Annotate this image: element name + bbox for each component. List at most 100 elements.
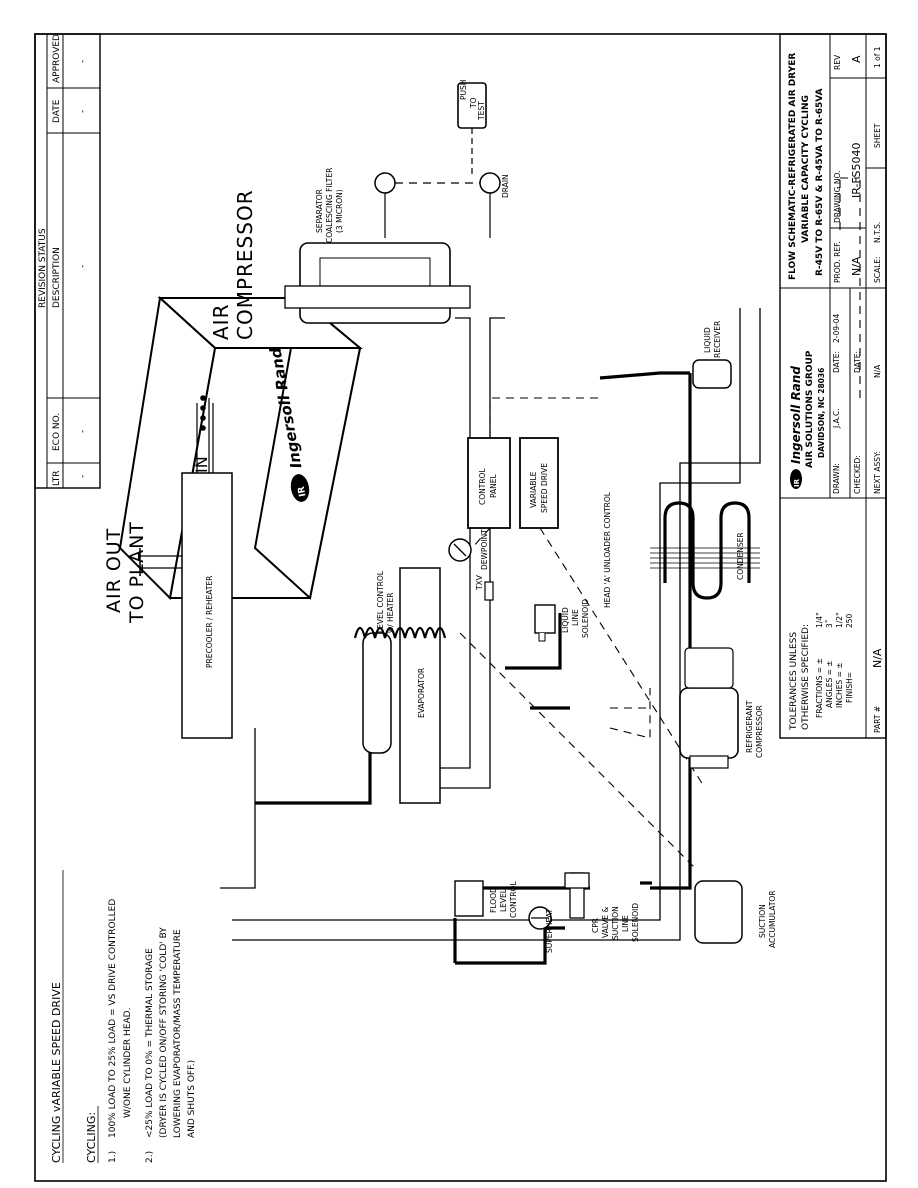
- level-control-label-1: LEVEL CONTROL: [376, 570, 385, 633]
- condenser: [650, 501, 760, 600]
- drawing-no-value: IR-FS5040: [850, 142, 863, 198]
- air-out-label-2: TO PLANT: [126, 521, 148, 624]
- separator-label-1: SEPARATOR: [315, 189, 324, 233]
- checked-label: CHECKED:: [853, 455, 862, 494]
- evap-to-separator-1: [440, 317, 471, 769]
- air-compressor-label-1: AIR: [209, 304, 233, 340]
- flood-label-3: CONTROL: [509, 881, 518, 918]
- drawn-label: DRAWN:: [832, 463, 841, 494]
- evaporator-label: EVAPORATOR: [417, 668, 426, 718]
- rev-header-ltr: LTR: [52, 470, 62, 486]
- separator-label-3: (3 MICRON): [335, 189, 344, 233]
- rev-value: A: [850, 55, 863, 63]
- control-panel: CONTROL PANEL: [467, 437, 511, 529]
- rev-row-approved: -: [78, 60, 88, 63]
- tol-fractions-value: 1/4": [815, 612, 824, 628]
- liquid-receiver-label-2: RECEIVER: [713, 321, 722, 358]
- flood-label-1: FLOOD: [489, 887, 498, 913]
- txv-valve: TXV: [475, 574, 494, 601]
- flood-label-2: LEVEL: [499, 888, 508, 912]
- drain-label: DRAIN: [501, 174, 510, 198]
- liquid-line-to-receiver: [650, 373, 692, 890]
- precooler-reheater: PRECOOLER / REHEATER: [139, 403, 233, 739]
- liquid-line-label-3: SOLENOID: [581, 599, 590, 638]
- tol-angles-value: 3˚: [825, 619, 834, 628]
- air-duct-outer: [232, 308, 761, 941]
- company-line2: DAVIDSON, NC 28036: [817, 368, 826, 458]
- tol-inches: INCHES = ±: [835, 662, 844, 708]
- dewpoint-gauge: DEWPOINT: [448, 529, 489, 570]
- cpr-label-5: SOLENOID: [631, 903, 640, 942]
- suction-label-1: SUCTION: [758, 904, 767, 938]
- next-assy-value: N/A: [873, 364, 882, 378]
- note2-number: 2.): [145, 1151, 155, 1163]
- rev-row-ltr: -: [78, 475, 88, 478]
- separator-filter: SEPARATOR COALESCING FILTER (3 MICRON): [284, 168, 471, 324]
- svg-text:IR: IR: [793, 478, 801, 487]
- refrigerant-line-c: [505, 613, 562, 670]
- control-panel-label-1: CONTROL: [478, 468, 487, 505]
- rev-row-eco: -: [78, 430, 88, 433]
- liquid-receiver-label-1: LIQUID: [703, 327, 712, 353]
- air-compressor-label-2: COMPRESSOR: [233, 189, 257, 340]
- push-to-test-button: PUSH TO TEST: [457, 80, 487, 178]
- txv-coil: [353, 626, 447, 639]
- sheet-value: 1 of 1: [873, 46, 882, 68]
- precooler-label: PRECOOLER / REHEATER: [205, 576, 214, 668]
- variable-speed-drive: VARIABLE SPEED DRIVE: [519, 437, 559, 529]
- ref-compressor-label-2: COMPRESSOR: [755, 705, 764, 758]
- part-value: N/A: [871, 648, 884, 668]
- tolerances-line1: TOLERANCES UNLESS: [789, 632, 799, 731]
- next-assy-label: NEXT ASSY:: [873, 451, 882, 494]
- suction-accumulator: SUCTION ACCUMULATOR: [694, 880, 777, 948]
- refrigerant-compressor: REFRIGERANT COMPRESSOR: [679, 647, 764, 769]
- rev-header-eco: ECO NO.: [52, 413, 62, 451]
- note2-line4: AND SHUTS OFF.): [187, 1060, 197, 1138]
- revision-title: REVISION STATUS: [38, 228, 48, 308]
- refrigerant-line-b: [455, 926, 565, 965]
- note2-line2: (DRYER IS CYCLED ON/OFF STORING 'COLD' B…: [159, 927, 169, 1138]
- evaporator: EVAPORATOR: [399, 567, 441, 804]
- note1-line2: W/ONE CYLINDER HEAD.: [123, 1008, 133, 1118]
- title-line1: FLOW SCHEMATIC-REFRIGERATED AIR DRYER: [788, 53, 798, 280]
- separator-label-2: COALESCING FILTER: [325, 168, 334, 243]
- tol-inches-value: 1/2": [835, 612, 844, 628]
- suction-label-2: ACCUMULATOR: [768, 890, 777, 948]
- part-label: PART #: [873, 706, 882, 733]
- tol-angles: ANGLES = ±: [825, 660, 834, 708]
- flood-level-control: FLOOD LEVEL CONTROL: [454, 880, 518, 918]
- level-control-label-2: w/ HEATER: [386, 592, 395, 633]
- prod-ref-value: N/A: [850, 256, 863, 276]
- txv-label: TXV: [475, 574, 484, 591]
- rev-label: REV: [833, 54, 842, 70]
- scale-label: SCALE:: [873, 256, 882, 283]
- checked-date-label: DATE:: [853, 351, 862, 373]
- note1-line1: 100% LOAD TO 25% LOAD = VS DRIVE CONTROL…: [108, 899, 118, 1138]
- title-line3: R-45V TO R-65V & R-45VA TO R-65VA: [815, 88, 825, 276]
- rev-row-description: -: [78, 265, 88, 268]
- push-label-1: PUSH: [459, 80, 468, 100]
- tolerances-line2: OTHERWISE SPECIFIED:: [801, 624, 811, 730]
- cpr-label-1: CPR: [591, 918, 600, 933]
- liquid-receiver: LIQUID RECEIVER: [692, 321, 732, 389]
- drawing-no-label: DRAWING NO.: [833, 171, 842, 223]
- rev-header-description: DESCRIPTION: [52, 247, 62, 308]
- drain-valves: DRAIN: [374, 172, 510, 238]
- vsd-label-1: VARIABLE: [529, 471, 538, 508]
- evap-to-separator-2: [440, 317, 505, 789]
- company-line1: AIR SOLUTIONS GROUP: [805, 350, 815, 468]
- liquid-line-label-2: LINE: [571, 609, 580, 626]
- rev-row-date: -: [78, 110, 88, 113]
- control-panel-label-2: PANEL: [489, 473, 498, 498]
- cpr-label-4: LINE: [621, 915, 630, 932]
- notes-block: CYCLING vARIABLE SPEED DRIVE CYCLING: 1.…: [50, 870, 197, 1163]
- revision-block: REVISION STATUS LTR ECO NO. DESCRIPTION …: [34, 33, 101, 489]
- rev-header-approved: APPROVED: [52, 34, 62, 83]
- air-duct-inner: [232, 308, 741, 921]
- note2-line3: LOWERING EVAPORATOR/MASS TEMPERATURE: [173, 929, 183, 1138]
- svg-text:IR: IR: [297, 485, 309, 497]
- title-company-logo: Ingersoll Rand: [789, 366, 803, 464]
- air-inlet-label: IN: [192, 456, 211, 473]
- note2-line1: <25% LOAD TO 0% = THERMAL STORAGE: [145, 948, 155, 1138]
